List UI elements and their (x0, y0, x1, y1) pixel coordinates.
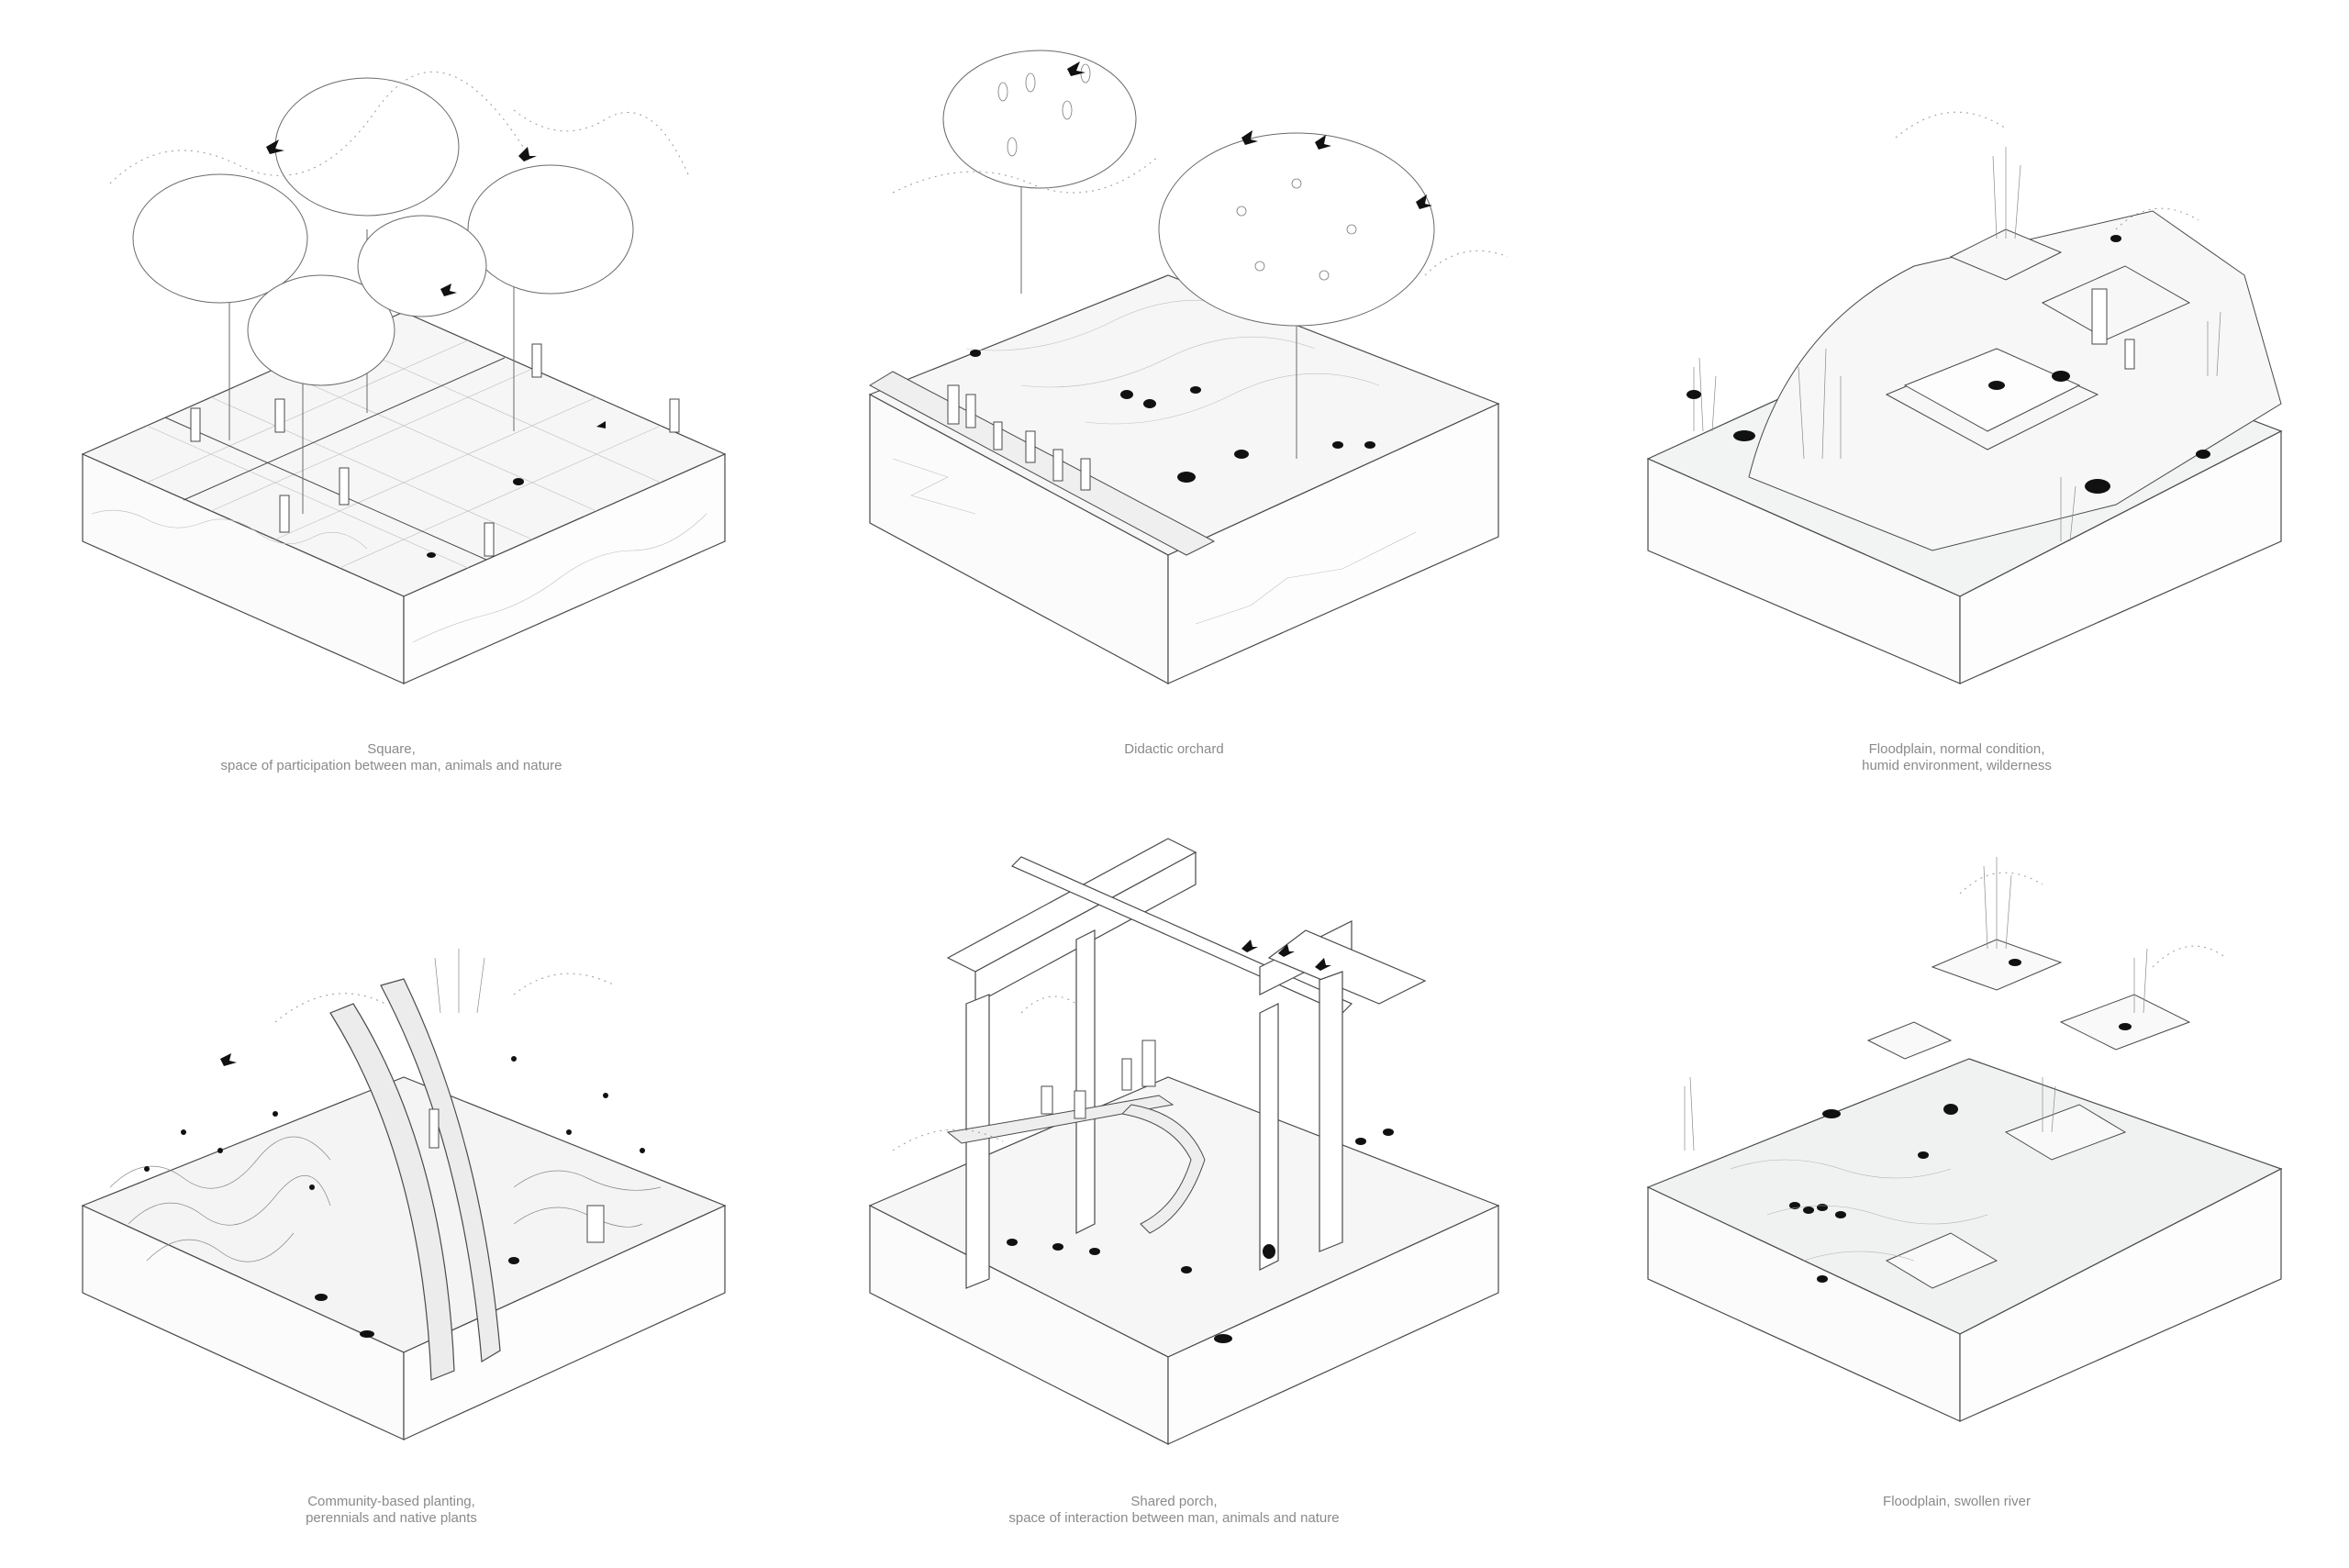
caption-community-planting: Community-based planting, perennials and… (0, 1494, 783, 1527)
birds (266, 139, 606, 558)
isometric-porch-block (868, 838, 1500, 1445)
fruit-trees (942, 50, 1435, 459)
panel-floodplain-swollen: Floodplain, swollen river (1565, 784, 2348, 1567)
reeds (1684, 857, 2148, 1151)
panel-square: Square, space of participation between m… (0, 0, 783, 784)
bench (946, 1095, 1206, 1234)
panel-shared-porch: Shared porch, space of interaction betwe… (783, 784, 1565, 1567)
animals (1007, 940, 1394, 1343)
fruits (997, 63, 1357, 281)
curved-wall (329, 978, 501, 1381)
caption-shared-porch-line1: Shared porch, (1130, 1494, 1218, 1509)
panel-community-planting: Community-based planting, perennials and… (0, 784, 783, 1567)
caption-square-line2: space of participation between man, anim… (220, 758, 562, 773)
islands (1866, 939, 2191, 1289)
terraces (1748, 210, 2282, 551)
caption-floodplain-normal-line1: Floodplain, normal condition, (1868, 741, 2045, 757)
caption-floodplain-swollen-line1: Floodplain, swollen river (1883, 1494, 2031, 1509)
caption-floodplain-swollen: Floodplain, swollen river (1565, 1494, 2348, 1510)
isometric-orchard-block (868, 50, 1508, 685)
people (190, 343, 680, 557)
caption-community-planting-line2: perennials and native plants (306, 1510, 477, 1526)
water-ripples (1730, 1159, 1988, 1262)
animals (1687, 235, 2210, 494)
caption-community-planting-line1: Community-based planting, (307, 1494, 475, 1509)
people (2091, 288, 2135, 370)
insects-and-birds (144, 1053, 645, 1338)
panel-floodplain-normal: Floodplain, normal condition, humid envi… (1565, 0, 2348, 784)
isometric-planting-block (81, 949, 727, 1440)
caption-floodplain-normal-line2: humid environment, wilderness (1862, 758, 2052, 773)
caption-shared-porch-line2: space of interaction between man, animal… (1008, 1510, 1340, 1526)
people (1041, 1040, 1156, 1119)
birds-and-hens (970, 61, 1432, 483)
isometric-square-block (81, 71, 727, 684)
caption-orchard: Didactic orchard (783, 741, 1565, 758)
tree-canopies (132, 77, 634, 514)
people (429, 1108, 605, 1243)
caption-square: Square, space of participation between m… (0, 741, 783, 774)
caption-shared-porch: Shared porch, space of interaction betwe… (783, 1494, 1565, 1527)
isometric-floodplain-normal-block (1646, 111, 2283, 684)
isometric-floodplain-swollen-block (1646, 857, 2283, 1422)
dense-planting (109, 949, 662, 1262)
caption-square-line1: Square, (367, 741, 416, 757)
panel-orchard: Didactic orchard (783, 0, 1565, 784)
caption-floodplain-normal: Floodplain, normal condition, humid envi… (1565, 741, 2348, 774)
reeds (1693, 147, 2221, 542)
people (947, 384, 1091, 491)
porch-frame (946, 838, 1427, 1289)
caption-orchard-line1: Didactic orchard (1124, 741, 1224, 757)
